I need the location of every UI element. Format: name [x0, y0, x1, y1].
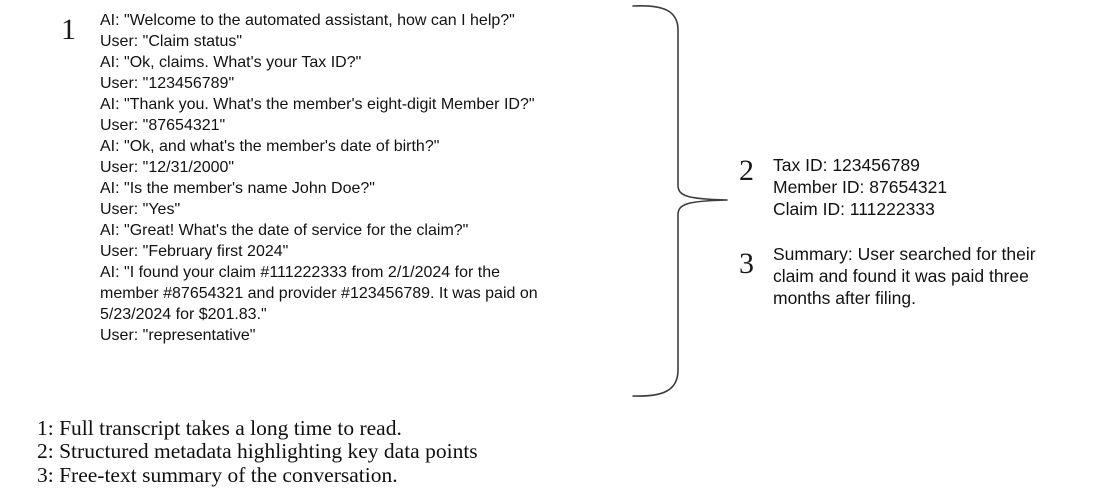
text-line: 3: Free-text summary of the conversation… [37, 462, 398, 487]
text-line: AI: "I found your claim #111222333 from … [100, 264, 500, 281]
text-line: AI: "Is the member's name John Doe?" [100, 180, 375, 197]
text-line: Tax ID: 123456789 [773, 155, 920, 175]
text-line: User: "Claim status" [100, 33, 243, 50]
text-line: Summary: User searched for their [773, 244, 1036, 264]
brace-icon [632, 5, 728, 397]
transcript-block: AI: "Welcome to the automated assistant,… [100, 10, 645, 346]
text-line: AI: "Ok, claims. What's your Tax ID?" [100, 54, 362, 71]
text-line: AI: "Ok, and what's the member's date of… [100, 138, 440, 155]
text-line: 1: Full transcript takes a long time to … [37, 416, 402, 440]
text-line: Member ID: 87654321 [773, 177, 948, 197]
text-line: months after filing. [773, 288, 916, 308]
summary-marker: 3 [739, 247, 754, 280]
text-line: Claim ID: 111222333 [773, 199, 935, 219]
legend-block: 1: Full transcript takes a long time to … [37, 416, 657, 487]
text-line: User: "representative" [100, 327, 256, 344]
text-line: member #87654321 and provider #123456789… [100, 285, 538, 302]
text-line: User: "Yes" [100, 201, 181, 218]
brace-path [632, 5, 728, 397]
text-line: AI: "Thank you. What's the member's eigh… [100, 96, 535, 113]
text-line: User: "February first 2024" [100, 243, 289, 260]
text-line: 2: Structured metadata highlighting key … [37, 439, 478, 464]
text-line: AI: "Welcome to the automated assistant,… [100, 12, 515, 29]
transcript-marker: 1 [61, 13, 76, 46]
text-line: User: "123456789" [100, 75, 235, 92]
text-line: 5/23/2024 for $201.83." [100, 306, 267, 323]
text-line: User: "87654321" [100, 117, 226, 134]
text-line: AI: "Great! What's the date of service f… [100, 222, 469, 239]
text-line: claim and found it was paid three [773, 266, 1029, 286]
metadata-marker: 2 [739, 154, 754, 187]
text-line: User: "12/31/2000" [100, 159, 235, 176]
